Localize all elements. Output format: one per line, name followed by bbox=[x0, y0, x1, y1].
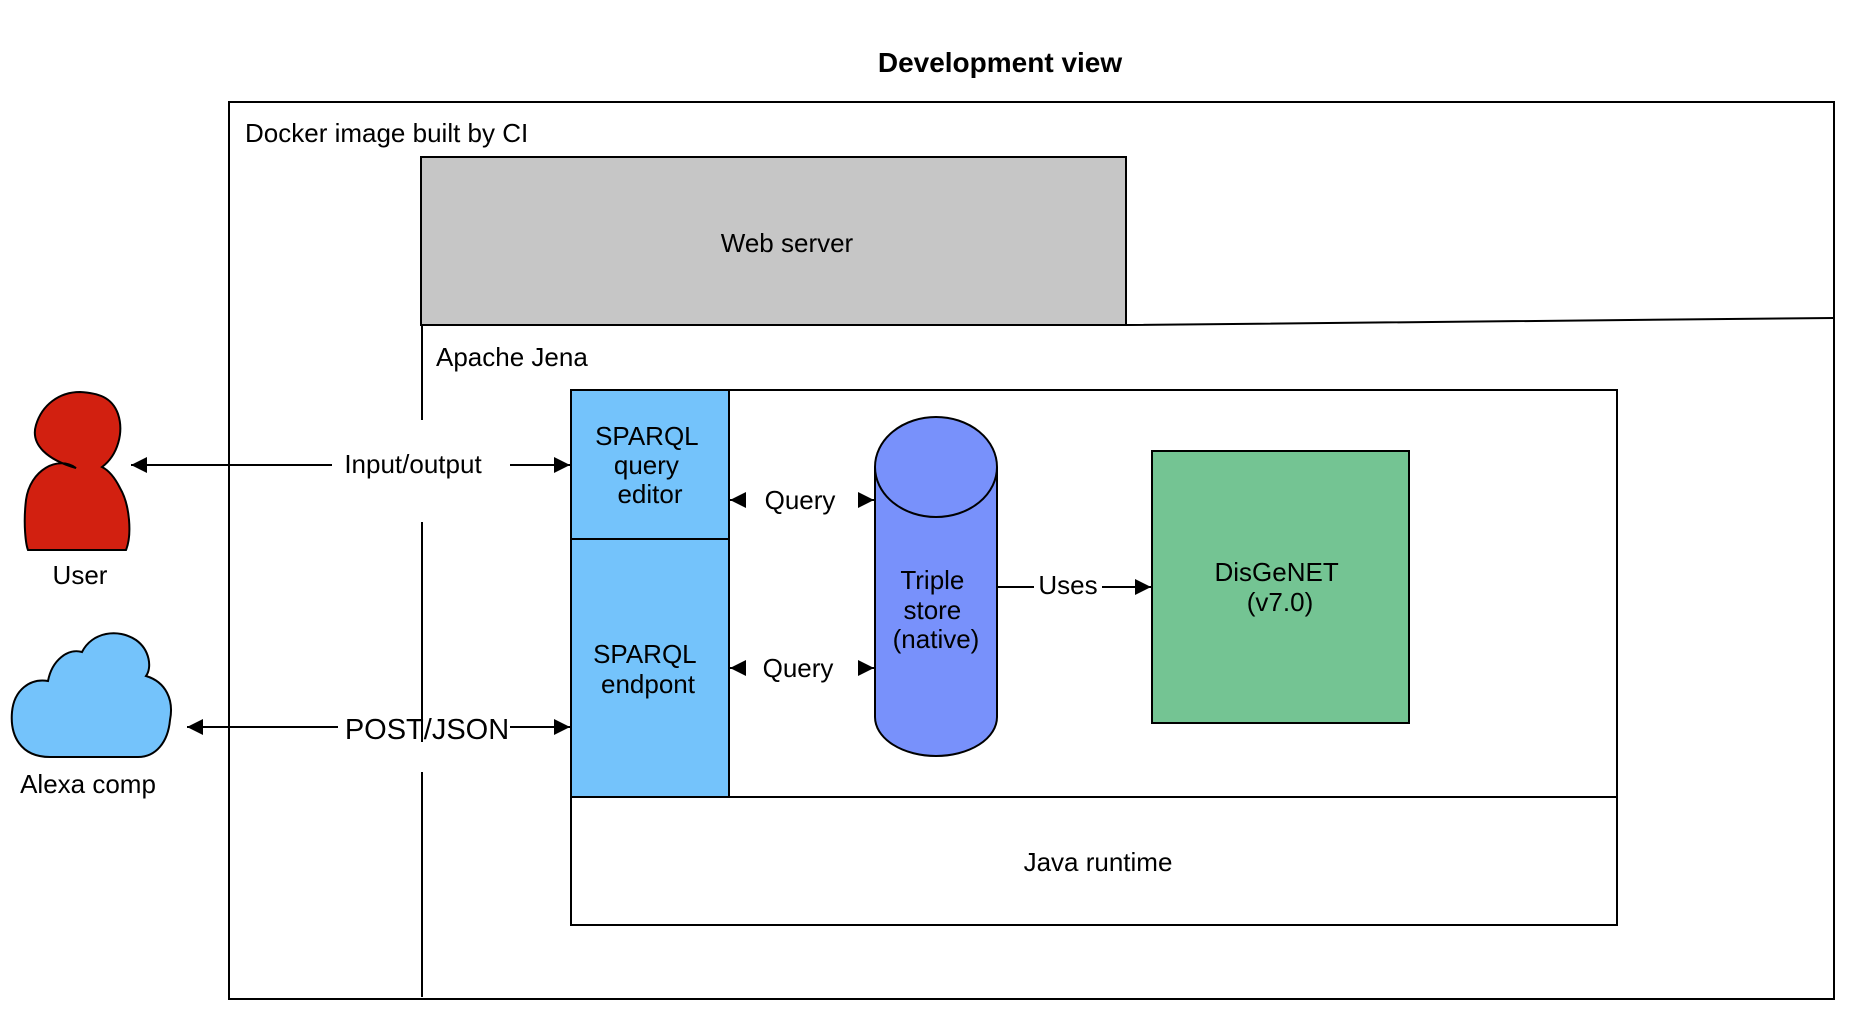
web-server-box bbox=[420, 156, 1127, 326]
java-runtime-box bbox=[570, 796, 1618, 926]
docker-image-label: Docker image built by CI bbox=[245, 118, 528, 148]
input-output-label: Input/output bbox=[344, 449, 482, 479]
sparql-query-editor-label: SPARQL query editor bbox=[595, 421, 705, 509]
apache-jena-label: Apache Jena bbox=[436, 342, 588, 372]
post-json-label: POST/JSON bbox=[345, 714, 509, 746]
apache-jena-boundary bbox=[422, 317, 1835, 326]
disgenet-label: DisGeNET (v7.0) bbox=[1214, 557, 1345, 617]
java-runtime-label: Java runtime bbox=[1024, 847, 1173, 877]
disgenet-box bbox=[1151, 450, 1410, 724]
diagram-title: Development view bbox=[878, 47, 1123, 78]
cloud-icon bbox=[10, 632, 172, 758]
triple-store-cylinder bbox=[874, 416, 998, 757]
query-top-label: Query bbox=[765, 485, 836, 515]
sparql-endpoint-box bbox=[570, 538, 730, 798]
triple-store-label: Triple store (native) bbox=[893, 565, 980, 654]
uses-label: Uses bbox=[1038, 570, 1097, 600]
user-label: User bbox=[53, 560, 108, 590]
query-bottom-label: Query bbox=[763, 653, 834, 683]
jena-components-box bbox=[570, 389, 1618, 798]
web-server-label: Web server bbox=[721, 228, 854, 258]
sparql-endpoint-label: SPARQL endpont bbox=[593, 639, 703, 699]
person-icon bbox=[23, 390, 131, 551]
alexa-comp-label: Alexa comp bbox=[20, 769, 156, 799]
sparql-query-editor-box bbox=[570, 389, 730, 540]
